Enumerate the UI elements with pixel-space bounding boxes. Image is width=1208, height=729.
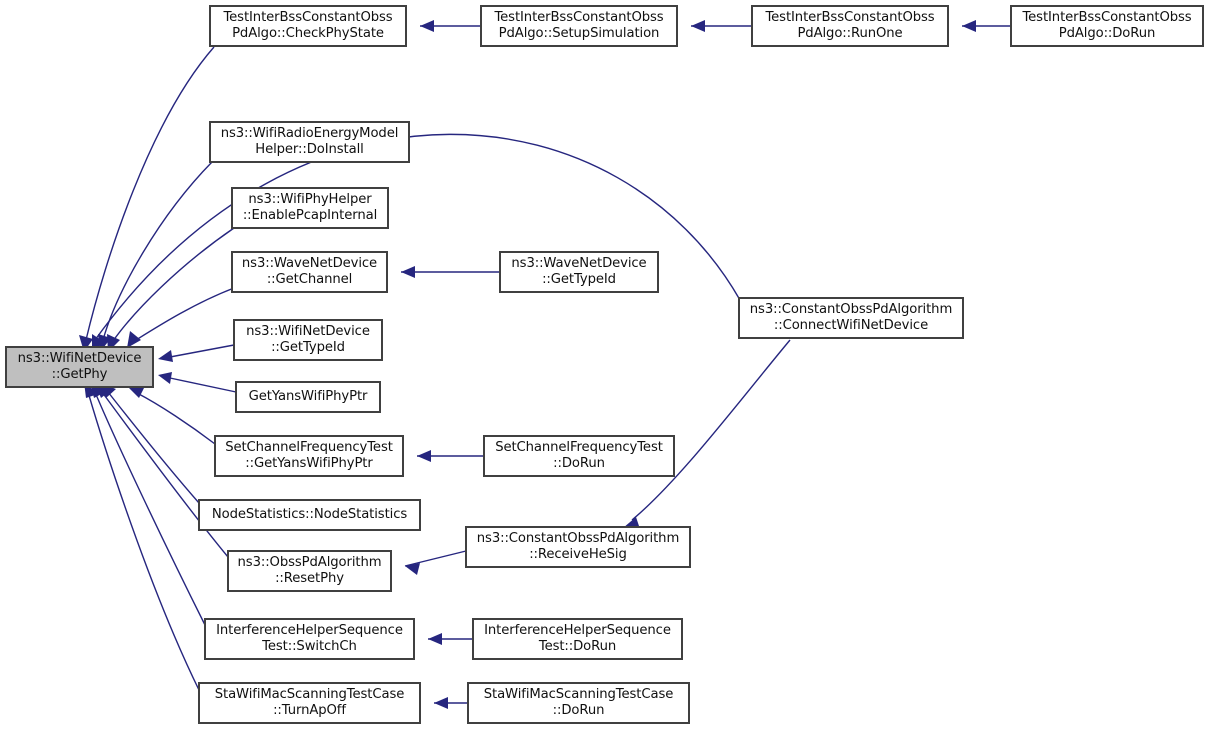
edge-wavegetchannel-to-getphy xyxy=(127,287,235,348)
graph-node-wifigettypeid[interactable]: ns3::WifiNetDevice ::GetTypeId xyxy=(233,319,383,361)
edge-setchanfreq-dorun-to-setchanfreq-get xyxy=(417,450,484,462)
graph-node-interf-switchch[interactable]: InterferenceHelperSequence Test::SwitchC… xyxy=(204,618,415,660)
graph-node-resetphy[interactable]: ns3::ObssPdAlgorithm ::ResetPhy xyxy=(227,550,392,592)
graph-node-connectwifinetdev[interactable]: ns3::ConstantObssPdAlgorithm ::ConnectWi… xyxy=(738,297,964,339)
edge-stawifi-dorun-to-stawifi-turnapoff xyxy=(434,697,468,709)
edge-checkphystate-to-getphy xyxy=(79,46,215,352)
edge-getyanswifiphyptr-to-getphy xyxy=(158,372,237,393)
graph-node-runone[interactable]: TestInterBssConstantObss PdAlgo::RunOne xyxy=(751,5,949,47)
graph-node-stawifi-dorun[interactable]: StaWifiMacScanningTestCase ::DoRun xyxy=(467,682,690,724)
edge-wifigettypeid-to-getphy xyxy=(158,344,235,362)
graph-node-setchanfreq-dorun[interactable]: SetChannelFrequencyTest ::DoRun xyxy=(483,435,675,477)
graph-node-stawifi-turnapoff[interactable]: StaWifiMacScanningTestCase ::TurnApOff xyxy=(198,682,421,724)
edge-receivehesig-to-resetphy xyxy=(404,550,467,575)
graph-node-interf-dorun[interactable]: InterferenceHelperSequence Test::DoRun xyxy=(472,618,683,660)
edge-dorun-top-to-runone xyxy=(962,20,1011,32)
graph-node-getphy[interactable]: ns3::WifiNetDevice ::GetPhy xyxy=(5,346,154,388)
graph-node-setchanfreq-get[interactable]: SetChannelFrequencyTest ::GetYansWifiPhy… xyxy=(214,435,404,477)
graph-node-wifiradioenergy[interactable]: ns3::WifiRadioEnergyModel Helper::DoInst… xyxy=(209,121,410,163)
edge-setchanfreq-get-to-getphy xyxy=(128,386,216,445)
edge-interf-switchch-to-getphy xyxy=(90,382,206,626)
edge-connectwifinetdev-to-receivehesig xyxy=(623,339,791,529)
edge-interf-dorun-to-interf-switchch xyxy=(428,633,473,645)
graph-node-receivehesig[interactable]: ns3::ConstantObssPdAlgorithm ::ReceiveHe… xyxy=(465,526,691,568)
graph-node-setupsimulation[interactable]: TestInterBssConstantObss PdAlgo::SetupSi… xyxy=(480,5,678,47)
edge-stawifi-turnapoff-to-getphy xyxy=(84,382,200,691)
edge-wifiradioenergy-to-getphy xyxy=(98,161,213,352)
graph-node-wavegetchannel[interactable]: ns3::WaveNetDevice ::GetChannel xyxy=(231,251,388,293)
graph-node-checkphystate[interactable]: TestInterBssConstantObss PdAlgo::CheckPh… xyxy=(209,5,407,47)
edge-connectwifinetdev-to-getphy xyxy=(92,133,741,352)
edge-setupsimulation-to-checkphystate xyxy=(420,20,481,32)
graph-node-nodestatistics[interactable]: NodeStatistics::NodeStatistics xyxy=(198,499,421,531)
graph-node-enablepcapinternal[interactable]: ns3::WifiPhyHelper ::EnablePcapInternal xyxy=(231,187,389,229)
edge-enablepcapinternal-to-getphy xyxy=(107,227,235,352)
graph-node-wavegettypeid[interactable]: ns3::WaveNetDevice ::GetTypeId xyxy=(499,251,659,293)
graph-node-dorun-top[interactable]: TestInterBssConstantObss PdAlgo::DoRun xyxy=(1010,5,1204,47)
edge-resetphy-to-getphy xyxy=(95,383,229,558)
edge-nodestatistics-to-getphy xyxy=(100,383,200,504)
graph-node-getyanswifiphyptr[interactable]: GetYansWifiPhyPtr xyxy=(235,381,381,413)
edge-runone-to-setupsimulation xyxy=(691,20,752,32)
edge-wavegettypeid-to-wavegetchannel xyxy=(401,266,500,278)
